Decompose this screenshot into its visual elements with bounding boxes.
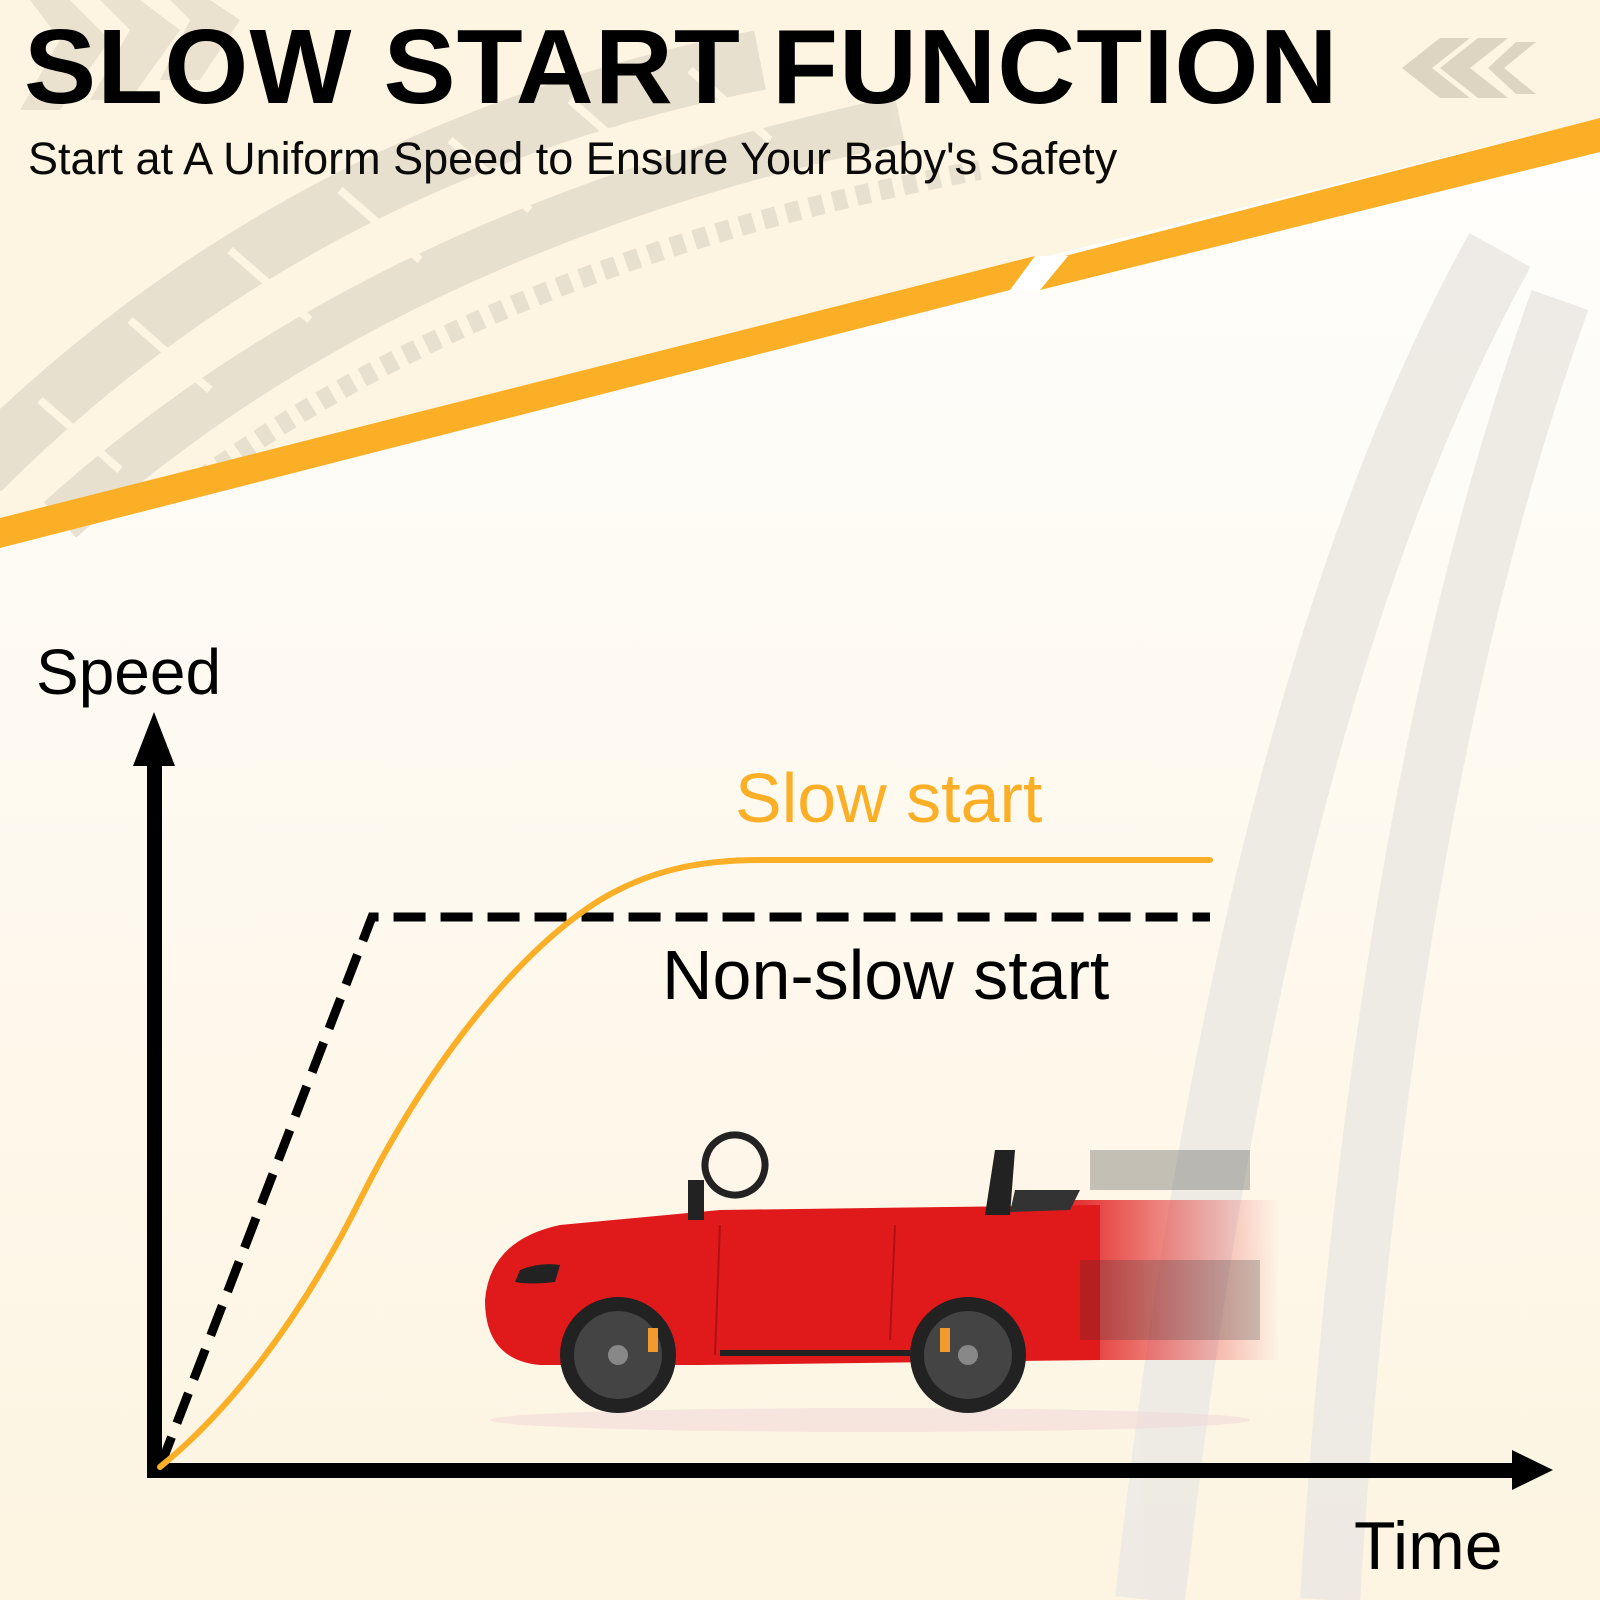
non-slow-start-line	[155, 912, 1210, 1469]
y-axis-arrow-icon	[133, 712, 175, 766]
triple-chevron-left-icon	[1402, 38, 1536, 98]
tire-track-top	[0, 30, 982, 538]
y-axis-line	[147, 745, 162, 1470]
legend-non-slow-start: Non-slow start	[662, 936, 1110, 1014]
orange-stripe	[0, 118, 1600, 548]
slow-start-line	[157, 857, 1213, 1470]
x-axis-label: Time	[1354, 1508, 1503, 1584]
y-axis-label: Speed	[36, 636, 222, 708]
cream-band	[0, 0, 1600, 518]
x-axis-line	[147, 1463, 1522, 1478]
page-title: SLOW START FUNCTION	[24, 8, 1339, 126]
stripe-notch	[1010, 256, 1068, 290]
triple-chevron-right-icon	[20, 0, 240, 110]
red-toy-car-image	[485, 1131, 1280, 1432]
legend-slow-start: Slow start	[735, 759, 1043, 837]
x-axis-arrow-icon	[1512, 1450, 1553, 1490]
page-subtitle: Start at A Uniform Speed to Ensure Your …	[28, 133, 1118, 184]
tire-track-top-gaps	[37, 66, 773, 474]
